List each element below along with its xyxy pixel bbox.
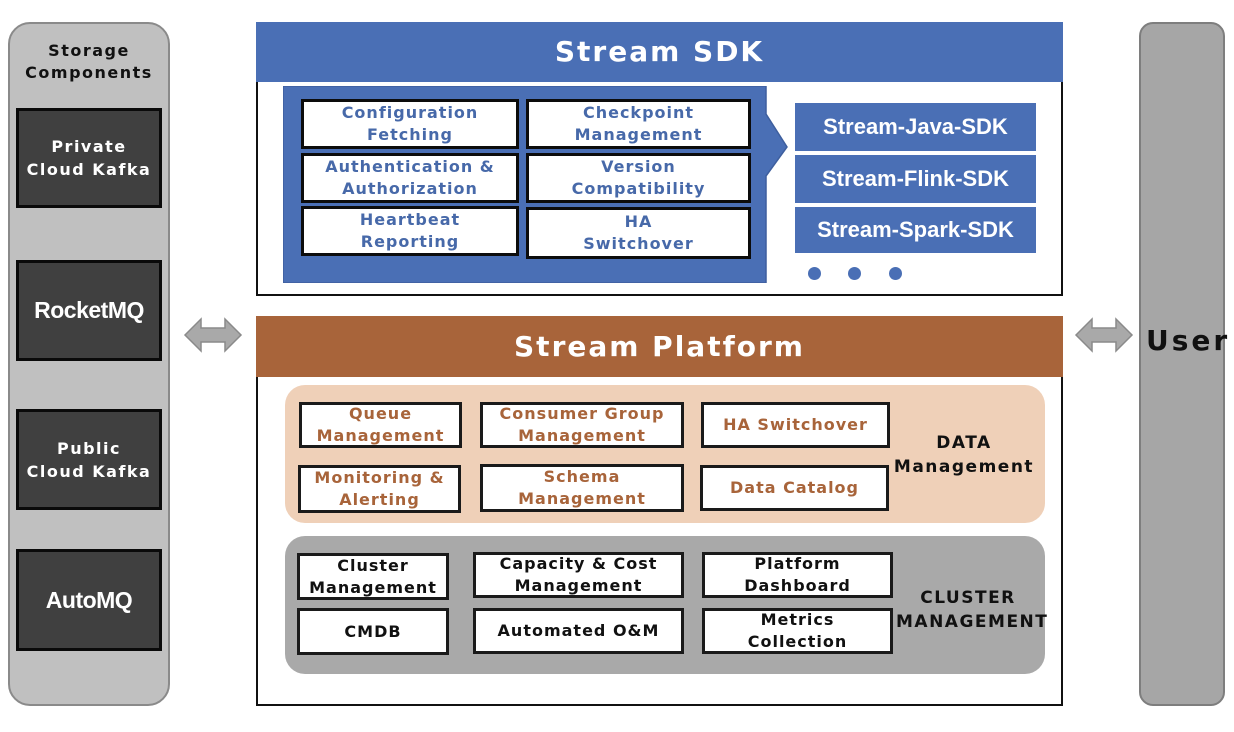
capability-line: Version (601, 157, 676, 176)
group-label-line: Management (893, 457, 1035, 477)
more-dot-icon (848, 267, 861, 280)
storage-label-line: Public (56, 438, 121, 458)
capability-line: HA (624, 212, 653, 231)
capability-line: Heartbeat (359, 210, 461, 229)
storage-label-line: Private (51, 137, 127, 156)
capability-line: Reporting (360, 232, 460, 251)
group-label-line: DATA (936, 433, 992, 453)
data-item-monitoring-alerting[interactable]: Monitoring & Alerting (298, 465, 461, 513)
storage-public-cloud-kafka[interactable]: Public Cloud Kafka (16, 409, 162, 510)
capability-line: Compatibility (571, 179, 706, 198)
stream-sdk-title: Stream SDK (256, 22, 1063, 82)
item-line: Management (518, 489, 646, 508)
storage-title-line: Components (25, 63, 153, 82)
stream-platform-title: Stream Platform (256, 316, 1063, 377)
capability-line: Configuration (341, 103, 479, 122)
capability-line: Fetching (367, 125, 453, 144)
capability-line: Checkpoint (582, 103, 695, 122)
item-line: HA Switchover (723, 415, 868, 434)
storage-label: AutoMQ (45, 586, 133, 613)
sdk-capability-authentication-authorization[interactable]: Authentication & Authorization (301, 153, 519, 203)
item-line: Dashboard (744, 576, 851, 595)
item-line: Platform (754, 554, 841, 573)
storage-title-line: Storage (48, 41, 130, 60)
item-line: Management (309, 577, 437, 597)
item-line: Metrics (760, 610, 835, 629)
storage-private-cloud-kafka[interactable]: Private Cloud Kafka (16, 108, 162, 208)
item-line: Cluster (337, 555, 409, 575)
storage-components-panel: Storage Components Private Cloud Kafka R… (8, 22, 170, 706)
cluster-management-label: CLUSTER MANAGEMENT (896, 586, 1049, 634)
more-dot-icon (808, 267, 821, 280)
cluster-item-cmdb[interactable]: CMDB (297, 608, 449, 655)
user-label: User (1146, 324, 1231, 357)
item-line: CMDB (344, 621, 402, 641)
data-item-ha-switchover[interactable]: HA Switchover (701, 402, 890, 448)
capability-line: Authorization (342, 179, 478, 198)
data-item-data-catalog[interactable]: Data Catalog (700, 465, 889, 511)
capability-line: Authentication & (325, 157, 495, 176)
user-panel (1139, 22, 1225, 706)
item-line: Management (518, 426, 646, 445)
item-line: Management (316, 426, 445, 445)
item-line: Monitoring & (314, 468, 445, 487)
storage-rocketmq[interactable]: RocketMQ (16, 260, 162, 361)
group-label-line: MANAGEMENT (896, 612, 1049, 632)
sdk-variant-flink[interactable]: Stream-Flink-SDK (795, 155, 1036, 203)
item-line: Automated O&M (497, 621, 660, 640)
storage-label-line: Cloud Kafka (26, 160, 152, 179)
item-line: Queue (348, 404, 413, 423)
item-line: Schema (543, 467, 621, 486)
item-line: Management (514, 576, 643, 595)
item-line: Capacity & Cost (499, 554, 658, 573)
capability-line: Switchover (583, 234, 694, 253)
bidirectional-arrow-icon (183, 317, 243, 353)
sdk-variant-spark[interactable]: Stream-Spark-SDK (795, 207, 1036, 253)
storage-label: RocketMQ (34, 297, 144, 323)
storage-automq[interactable]: AutoMQ (16, 549, 162, 651)
sdk-capability-ha-switchover[interactable]: HA Switchover (526, 207, 751, 259)
item-line: Collection (747, 632, 848, 651)
item-line: Data Catalog (729, 478, 859, 497)
data-management-label: DATA Management (893, 431, 1035, 479)
item-line: Alerting (339, 490, 420, 509)
cluster-item-automated-om[interactable]: Automated O&M (473, 608, 684, 654)
more-dot-icon (889, 267, 902, 280)
storage-title: Storage Components (10, 40, 168, 84)
item-line: Consumer Group (499, 404, 665, 423)
bidirectional-arrow-icon (1074, 317, 1134, 353)
storage-label-line: Cloud Kafka (26, 461, 152, 481)
sdk-variant-java[interactable]: Stream-Java-SDK (795, 103, 1036, 151)
capability-line: Management (574, 125, 703, 144)
group-label-line: CLUSTER (920, 588, 1016, 608)
